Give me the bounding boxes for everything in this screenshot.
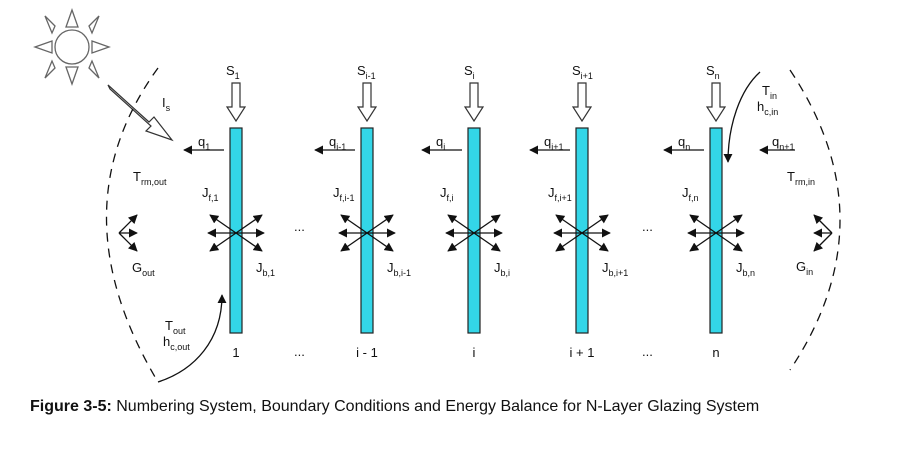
back-radiosity-arrow-1-3 (235, 232, 263, 252)
glazing-pane-4 (575, 127, 589, 334)
ellipsis-row-bottom-1: ... (294, 344, 305, 359)
layer-index-label-1: 1 (232, 345, 239, 360)
ellipsis-row-bottom-2: ... (642, 344, 653, 359)
outdoor-room-temp-label: Trm,out (133, 169, 167, 187)
sun-icon (33, 8, 111, 86)
back-radiosity-arrow-4-3 (581, 232, 609, 252)
heat-flux-label-3: qi (436, 134, 445, 152)
heat-flux-label-1: q1 (198, 134, 210, 152)
figure-label: Figure 3-5: (30, 398, 112, 415)
back-radiosity-arrow-1-1 (235, 214, 263, 234)
figure-caption: Figure 3-5: Numbering System, Boundary C… (30, 396, 870, 418)
front-radiosity-label-5: Jf,n (682, 185, 699, 203)
back-radiosity-label-2: Jb,i-1 (387, 260, 411, 278)
front-radiosity-label-3: Jf,i (440, 185, 454, 203)
back-radiosity-label-1: Jb,1 (256, 260, 275, 278)
outdoor-radiation-arrows (118, 214, 138, 252)
absorbed-solar-arrow-3 (463, 82, 485, 123)
front-radiosity-label-1: Jf,1 (202, 185, 219, 203)
front-radiosity-arrow-4-3 (555, 232, 583, 252)
back-radiosity-arrow-5-1 (715, 214, 743, 234)
incident-solar-label: Is (162, 95, 171, 113)
front-radiosity-arrow-1-3 (209, 232, 237, 252)
heat-flux-label-n-plus-1: qn+1 (772, 134, 795, 152)
absorbed-solar-arrow-5 (705, 82, 727, 123)
outdoor-h-label: hc,out (163, 334, 190, 352)
glazing-layer-4: Si+1 qi+1Jf,i+1Jb,i+1 i + 1 (529, 63, 628, 360)
front-radiosity-arrow-2-3 (340, 232, 368, 252)
glazing-pane-1 (229, 127, 243, 334)
back-radiosity-label-4: Jb,i+1 (602, 260, 628, 278)
glazing-diagram: Is Trm,out Gout Tout hc,out Tin hc,in Tr… (33, 8, 841, 383)
indoor-radiation-arrows (813, 214, 833, 252)
heat-flux-label-5: qn (678, 134, 690, 152)
back-radiosity-arrow-5-3 (715, 232, 743, 252)
indoor-g-label: Gin (796, 259, 813, 277)
back-radiosity-arrow-4-1 (581, 214, 609, 234)
indoor-room-temp-label: Trm,in (787, 169, 815, 187)
back-radiosity-arrow-3-3 (473, 232, 501, 252)
absorbed-solar-arrow-2 (356, 82, 378, 123)
back-radiosity-arrow-2-1 (366, 214, 394, 234)
absorbed-solar-label-3: Si (464, 63, 475, 81)
solar-beam-arrow (107, 84, 174, 142)
glazing-pane-5 (709, 127, 723, 334)
front-radiosity-arrow-1-1 (209, 214, 237, 234)
outdoor-boundary-arc (105, 67, 159, 383)
outdoor-temp-label: Tout (165, 318, 186, 336)
back-radiosity-label-3: Jb,i (494, 260, 510, 278)
ellipsis-row-middle-1: ... (294, 219, 305, 234)
front-radiosity-arrow-3-3 (447, 232, 475, 252)
absorbed-solar-label-4: Si+1 (572, 63, 593, 81)
heat-flux-label-2: qi-1 (329, 134, 346, 152)
layer-index-label-2: i - 1 (356, 345, 378, 360)
glazing-layer-2: Si-1 qi-1Jf,i-1Jb,i-1 i - 1 (314, 63, 411, 360)
absorbed-solar-label-2: Si-1 (357, 63, 376, 81)
front-radiosity-arrow-2-1 (340, 214, 368, 234)
front-radiosity-label-2: Jf,i-1 (333, 185, 355, 203)
indoor-convection-arrow (723, 71, 761, 163)
outdoor-convection-arrow (157, 294, 227, 383)
figure-caption-text: Numbering System, Boundary Conditions an… (116, 398, 760, 415)
absorbed-solar-label-5: Sn (706, 63, 720, 81)
layer-index-label-5: n (712, 345, 719, 360)
absorbed-solar-arrow-4 (571, 82, 593, 123)
front-radiosity-arrow-5-1 (689, 214, 717, 234)
absorbed-solar-label-1: S1 (226, 63, 240, 81)
front-radiosity-arrow-5-3 (689, 232, 717, 252)
layer-index-label-3: i (473, 345, 476, 360)
front-radiosity-arrow-4-1 (555, 214, 583, 234)
outdoor-g-label: Gout (132, 260, 155, 278)
heat-flux-label-4: qi+1 (544, 134, 564, 152)
front-radiosity-label-4: Jf,i+1 (548, 185, 572, 203)
indoor-boundary-arc (789, 69, 841, 371)
back-radiosity-label-5: Jb,n (736, 260, 755, 278)
absorbed-solar-arrow-1 (225, 82, 247, 123)
layer-index-label-4: i + 1 (570, 345, 595, 360)
back-radiosity-arrow-3-1 (473, 214, 501, 234)
glazing-pane-3 (467, 127, 481, 334)
ellipsis-row-middle-2: ... (642, 219, 653, 234)
back-radiosity-arrow-2-3 (366, 232, 394, 252)
front-radiosity-arrow-3-1 (447, 214, 475, 234)
indoor-temp-label: Tin (762, 83, 777, 101)
glazing-pane-2 (360, 127, 374, 334)
indoor-h-label: hc,in (757, 99, 778, 117)
